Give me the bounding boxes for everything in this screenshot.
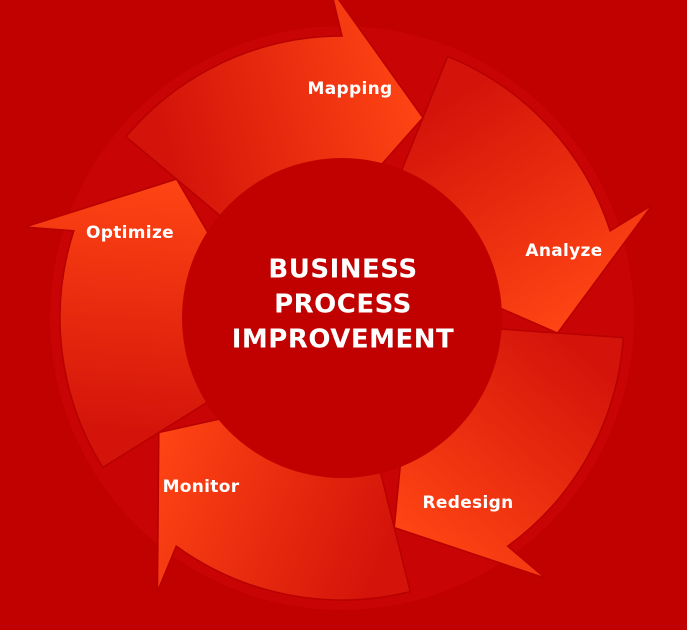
step-label-analyze: Analyze [525,241,603,261]
center-title-line-3: IMPROVEMENT [231,324,455,355]
step-label-redesign: Redesign [422,493,514,513]
cycle-arrows [24,0,653,601]
center-title-line-1: BUSINESS [268,254,418,285]
step-label-mapping: Mapping [307,79,393,99]
center-title: BUSINESS PROCESS IMPROVEMENT [232,253,455,358]
step-label-optimize: Optimize [86,223,174,243]
center-title-line-2: PROCESS [274,289,412,320]
step-label-monitor: Monitor [162,477,240,497]
inner-circle [182,158,502,478]
